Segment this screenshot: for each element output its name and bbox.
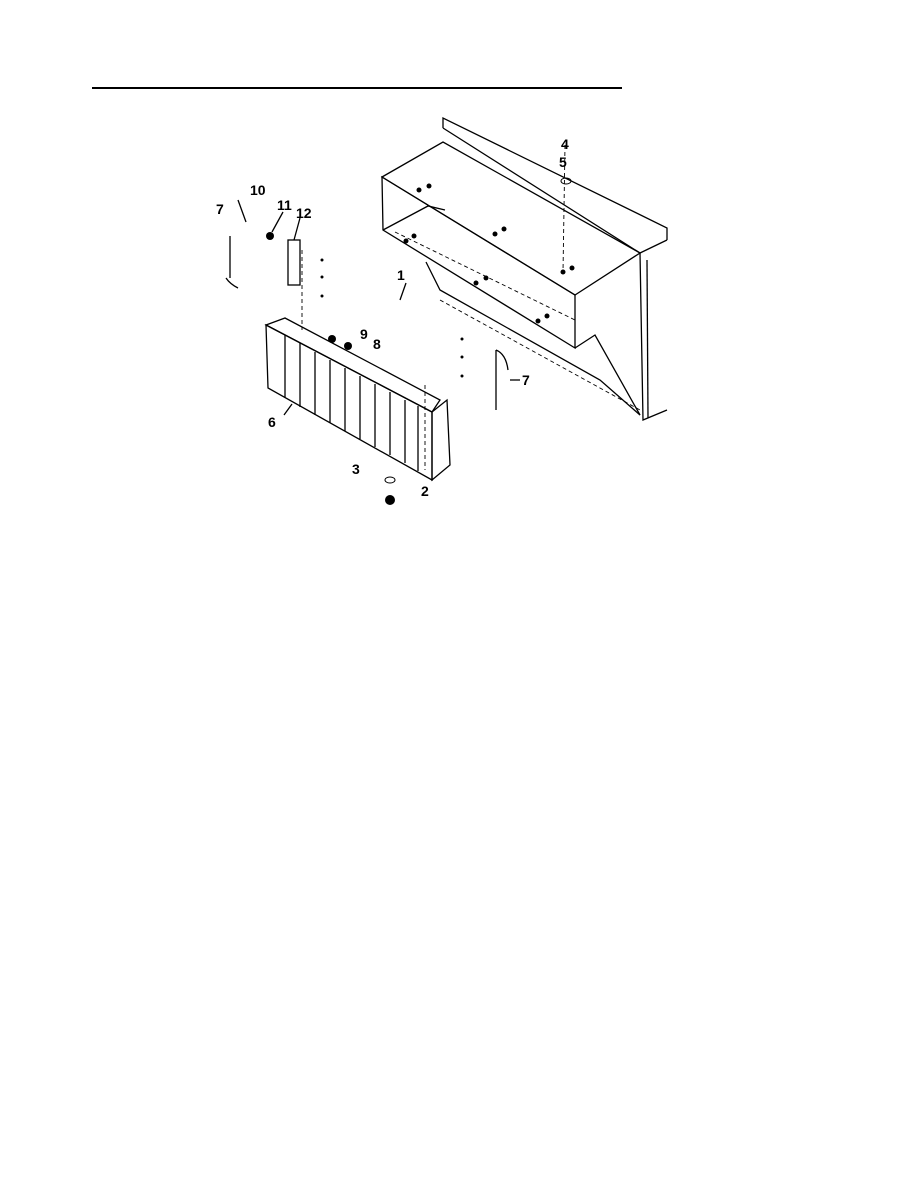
louver-grille <box>264 250 451 482</box>
callout-1: 1 <box>397 267 405 283</box>
callout-9: 9 <box>360 326 368 342</box>
mounting-wall <box>442 116 668 421</box>
callout-12: 12 <box>296 205 312 221</box>
callout-11: 11 <box>277 197 292 213</box>
callout-6: 6 <box>268 414 276 430</box>
callout-7-right: 7 <box>522 372 530 388</box>
hardware-parts <box>225 177 572 505</box>
callout-8: 8 <box>373 336 381 352</box>
callout-5: 5 <box>559 154 567 170</box>
callout-2: 2 <box>421 483 429 499</box>
callout-4: 4 <box>561 136 569 152</box>
callout-10: 10 <box>250 182 266 198</box>
callout-7-left: 7 <box>216 201 224 217</box>
leader-lines <box>237 199 520 416</box>
header-rule <box>92 87 622 89</box>
housing <box>380 141 642 416</box>
callout-3: 3 <box>352 461 360 477</box>
